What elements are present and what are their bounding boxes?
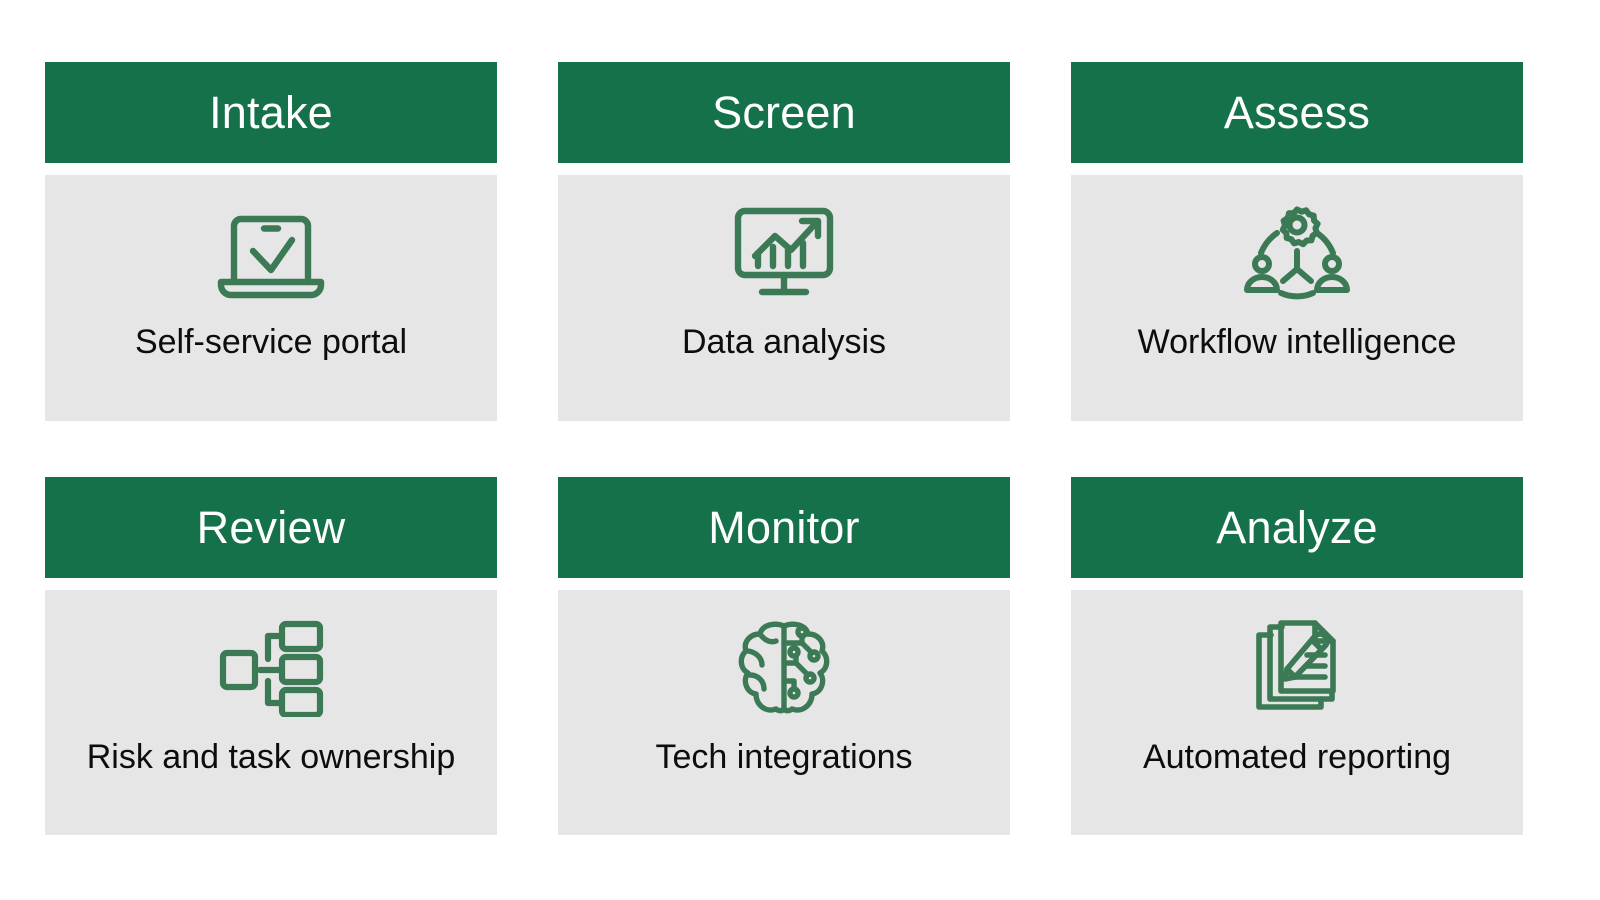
stage-card-analyze[interactable]: Analyze	[1071, 477, 1523, 835]
stage-title: Assess	[1223, 87, 1371, 138]
stage-body-screen: Data analysis	[558, 175, 1010, 421]
stage-header-review: Review	[45, 477, 497, 578]
stage-caption: Workflow intelligence	[1137, 323, 1457, 361]
stage-card-monitor[interactable]: Monitor	[558, 477, 1010, 835]
monitor-chart-icon	[729, 204, 839, 302]
hierarchy-boxes-icon	[216, 619, 326, 717]
stage-title: Review	[196, 502, 346, 553]
stage-body-intake: Self-service portal	[45, 175, 497, 421]
stage-header-screen: Screen	[558, 62, 1010, 163]
stage-body-review: Risk and task ownership	[45, 590, 497, 835]
stage-card-review[interactable]: Review Risk and task ownership	[45, 477, 497, 835]
stage-card-screen[interactable]: Screen Data analysis	[558, 62, 1010, 421]
brain-circuit-icon	[738, 619, 830, 717]
stage-header-monitor: Monitor	[558, 477, 1010, 578]
stage-title: Screen	[712, 87, 856, 138]
stage-header-assess: Assess	[1071, 62, 1523, 163]
stage-title: Analyze	[1216, 502, 1378, 553]
stage-card-grid: Intake Self-service portal Screen	[45, 62, 1523, 835]
stage-title: Intake	[209, 87, 333, 138]
documents-pencil-icon	[1249, 619, 1345, 717]
stage-body-monitor: Tech integrations	[558, 590, 1010, 835]
stage-body-assess: Workflow intelligence	[1071, 175, 1523, 421]
stage-caption: Risk and task ownership	[86, 738, 456, 776]
stage-caption: Automated reporting	[1142, 738, 1452, 776]
stage-caption: Self-service portal	[134, 323, 408, 361]
stage-body-analyze: Automated reporting	[1071, 590, 1523, 835]
stage-header-analyze: Analyze	[1071, 477, 1523, 578]
stage-card-intake[interactable]: Intake Self-service portal	[45, 62, 497, 421]
workflow-people-gear-icon	[1241, 204, 1353, 302]
stage-caption: Data analysis	[681, 323, 887, 361]
stage-card-assess[interactable]: Assess	[1071, 62, 1523, 421]
laptop-check-icon	[212, 204, 330, 302]
stage-title: Monitor	[708, 502, 860, 553]
stage-caption: Tech integrations	[655, 738, 913, 776]
stage-header-intake: Intake	[45, 62, 497, 163]
